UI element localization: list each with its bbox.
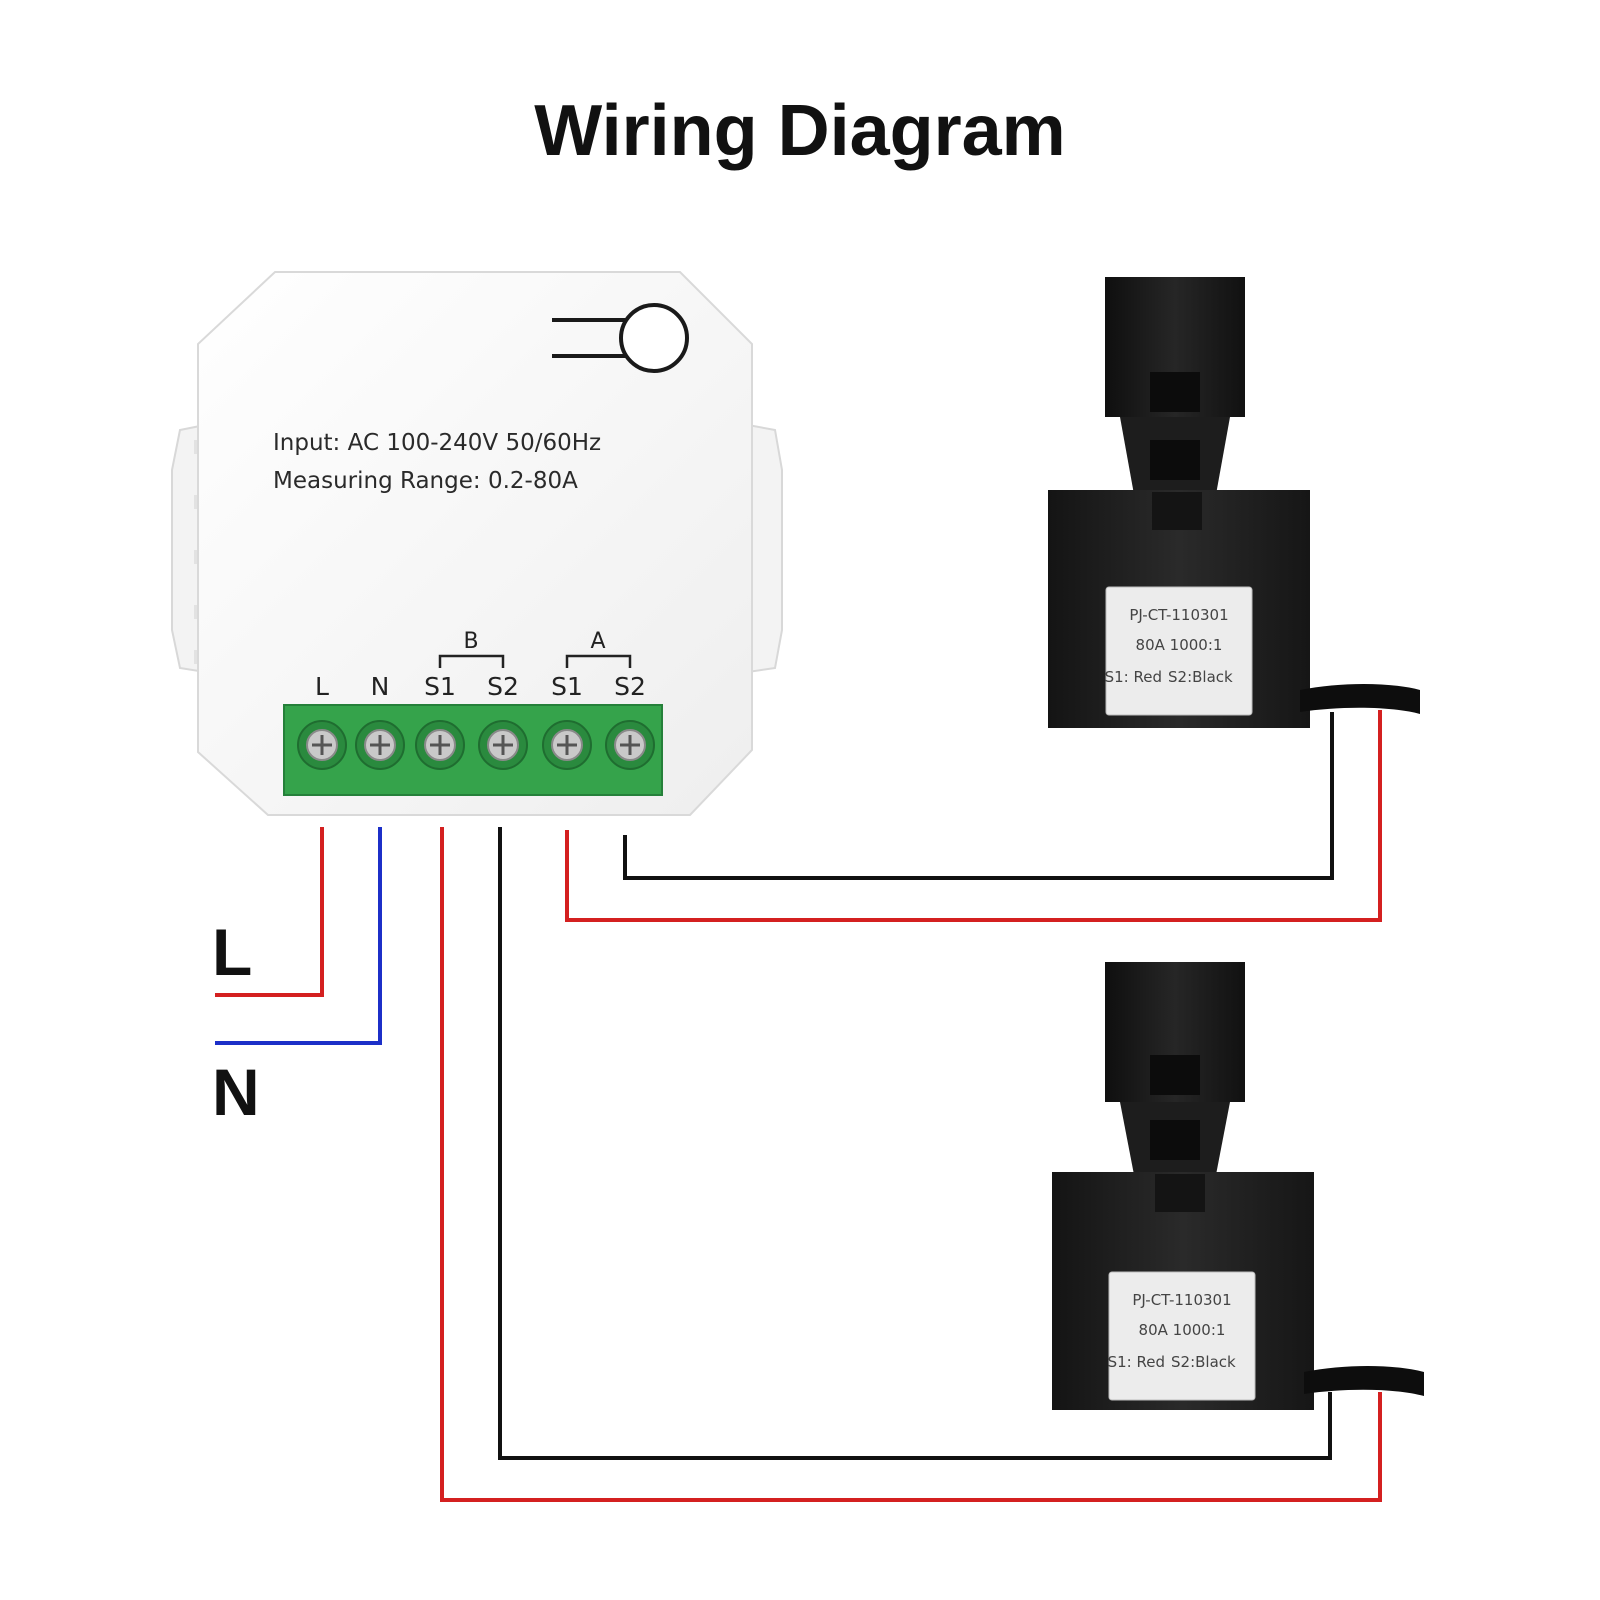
supply-line-label: L bbox=[212, 915, 252, 989]
current-sensor-a: PJ-CT-110301 80A 1000:1 S1: Red S2:Black bbox=[1048, 277, 1420, 728]
sensor-a-model: PJ-CT-110301 bbox=[1129, 606, 1228, 624]
terminal-block bbox=[283, 704, 663, 796]
sensor-a-rating: 80A 1000:1 bbox=[1136, 636, 1223, 654]
power-meter-module: Input: AC 100-240V 50/60Hz Measuring Ran… bbox=[171, 271, 783, 816]
spec-measuring-range: Measuring Range: 0.2-80A bbox=[273, 468, 578, 494]
page-title: Wiring Diagram bbox=[534, 91, 1065, 171]
line-supply-wire bbox=[215, 827, 324, 997]
sensor-a-s1-wire bbox=[565, 710, 1382, 922]
terminal-label-n: N bbox=[371, 672, 390, 701]
sensor-a-label bbox=[1105, 586, 1253, 716]
sensor-a-latch-slot-2 bbox=[1150, 440, 1200, 480]
group-a-bracket bbox=[565, 654, 632, 668]
sensor-b-s1-color: S1: Red bbox=[1108, 1353, 1165, 1371]
sensor-a-top-notch bbox=[1152, 492, 1202, 530]
group-b-label: B bbox=[463, 629, 478, 654]
terminal-label-a-s2: S2 bbox=[614, 672, 646, 701]
sensor-b-latch-slot bbox=[1150, 1055, 1200, 1095]
terminal-screw-6[interactable] bbox=[605, 720, 655, 770]
spec-input: Input: AC 100-240V 50/60Hz bbox=[273, 430, 601, 456]
module-housing bbox=[197, 271, 753, 816]
sensor-b-rating: 80A 1000:1 bbox=[1139, 1321, 1226, 1339]
terminal-screw-2[interactable] bbox=[355, 720, 405, 770]
sensor-b-label bbox=[1108, 1271, 1256, 1401]
group-a-label: A bbox=[590, 629, 605, 654]
terminal-label-b-s1: S1 bbox=[424, 672, 456, 701]
terminal-screws bbox=[297, 720, 655, 770]
neutral-supply-wire bbox=[215, 827, 382, 1045]
terminal-screw-5[interactable] bbox=[542, 720, 592, 770]
sensor-b-s1-wire bbox=[440, 827, 1382, 1502]
sensor-a-latch-slot bbox=[1150, 372, 1200, 412]
sensor-b-model: PJ-CT-110301 bbox=[1132, 1291, 1231, 1309]
sensor-b-s2-color: S2:Black bbox=[1171, 1353, 1236, 1371]
supply-neutral-label: N bbox=[212, 1055, 260, 1129]
sensor-b-latch-slot-2 bbox=[1150, 1120, 1200, 1160]
terminal-screw-3[interactable] bbox=[415, 720, 465, 770]
sensor-b-s2-wire bbox=[498, 827, 1332, 1460]
terminal-screw-4[interactable] bbox=[478, 720, 528, 770]
terminal-label-l: L bbox=[315, 672, 329, 701]
wires bbox=[215, 710, 1382, 1502]
sensor-a-s2-wire bbox=[623, 712, 1334, 880]
right-mount-tab bbox=[747, 423, 783, 674]
terminal-label-a-s1: S1 bbox=[551, 672, 583, 701]
sensor-b-top-notch bbox=[1155, 1174, 1205, 1212]
terminal-label-b-s2: S2 bbox=[487, 672, 519, 701]
reset-button-icon[interactable] bbox=[552, 303, 689, 373]
sensor-b-cable bbox=[1304, 1366, 1424, 1396]
terminal-screw-1[interactable] bbox=[297, 720, 347, 770]
sensor-a-cable bbox=[1300, 684, 1420, 714]
sensor-a-s2-color: S2:Black bbox=[1168, 668, 1233, 686]
current-sensor-b: PJ-CT-110301 80A 1000:1 S1: Red S2:Black bbox=[1052, 962, 1424, 1410]
sensor-a-s1-color: S1: Red bbox=[1105, 668, 1162, 686]
group-b-bracket bbox=[438, 654, 505, 668]
